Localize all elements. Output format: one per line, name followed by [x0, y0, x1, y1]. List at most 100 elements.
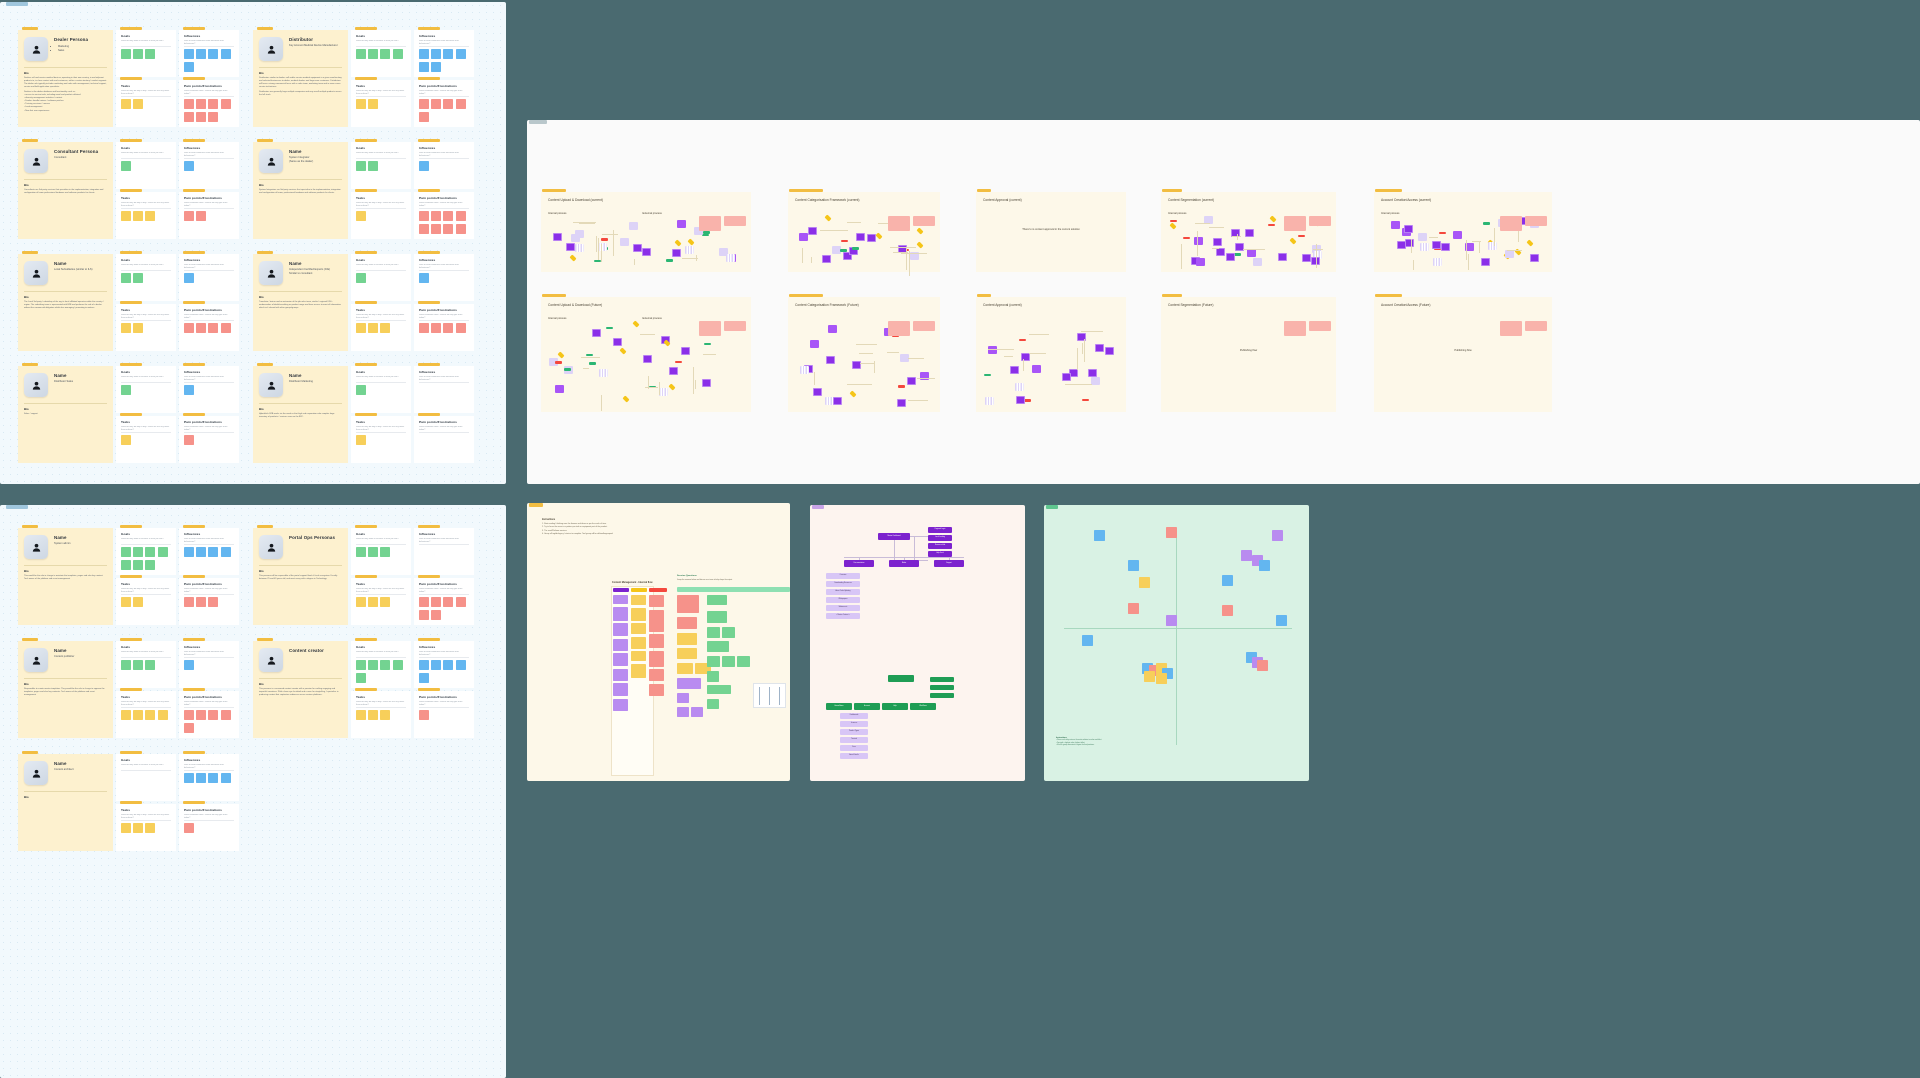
- sticky-note[interactable]: [121, 559, 131, 570]
- sticky-note[interactable]: [455, 660, 466, 671]
- panel-goals[interactable]: Goals What do they want to achieve in th…: [351, 27, 411, 77]
- sticky-group[interactable]: [184, 547, 234, 558]
- matrix-sticky[interactable]: [1144, 671, 1155, 682]
- flow-node[interactable]: [674, 360, 682, 364]
- flow-node[interactable]: [1104, 346, 1114, 355]
- sticky-note[interactable]: [184, 722, 194, 733]
- sticky-note[interactable]: [208, 111, 219, 122]
- flow-node[interactable]: [851, 360, 861, 369]
- sticky-group[interactable]: [356, 273, 406, 284]
- board-content-workshop[interactable]: Instructions 1. Start reading / thinking…: [527, 503, 790, 781]
- sticky-note[interactable]: [184, 211, 194, 222]
- workshop-answer-sticky[interactable]: [677, 707, 689, 717]
- column-header-portal-ops[interactable]: [613, 588, 629, 592]
- sticky-note[interactable]: [121, 323, 131, 334]
- sticky-group[interactable]: [356, 49, 406, 60]
- org-node-child[interactable]: Whitepapers: [826, 597, 860, 603]
- sticky-note[interactable]: [392, 660, 403, 671]
- annotation-card[interactable]: [888, 321, 910, 336]
- sticky-note[interactable]: [368, 710, 379, 721]
- flow-frame[interactable]: Content Segmentation (current)Internal p…: [1161, 188, 1336, 272]
- flow-node[interactable]: [1014, 382, 1024, 391]
- sticky-note[interactable]: [431, 99, 442, 110]
- sticky-group[interactable]: [184, 823, 234, 834]
- flow-node[interactable]: [1088, 368, 1097, 377]
- sticky-note[interactable]: [419, 672, 429, 683]
- flow-node[interactable]: [808, 227, 818, 236]
- sticky-note[interactable]: [431, 597, 442, 608]
- sticky-group[interactable]: [356, 323, 406, 334]
- flow-node[interactable]: [1246, 249, 1256, 258]
- matrix-sticky[interactable]: [1162, 668, 1173, 679]
- flow-node[interactable]: [575, 229, 585, 238]
- sticky-group[interactable]: [184, 710, 234, 733]
- panel-influences[interactable]: Influences Who or what influences their …: [414, 251, 474, 301]
- sticky-note[interactable]: [196, 211, 207, 222]
- workshop-answer-sticky[interactable]: [707, 611, 727, 623]
- annotation-card[interactable]: [1284, 216, 1306, 231]
- sticky-note[interactable]: [196, 99, 207, 110]
- sticky-group[interactable]: [121, 273, 171, 284]
- sticky-note[interactable]: [443, 660, 454, 671]
- persona-card[interactable]: Content creator Bio This persona is a se…: [253, 638, 474, 738]
- matrix-sticky[interactable]: [1139, 577, 1150, 588]
- flow-node[interactable]: [703, 231, 711, 234]
- persona-card[interactable]: Name Independent Certified Experts (ICE)…: [253, 251, 474, 351]
- flow-node[interactable]: [665, 259, 673, 262]
- sticky-note[interactable]: [157, 547, 168, 558]
- flow-node[interactable]: [1488, 241, 1498, 250]
- sticky-note[interactable]: [184, 435, 194, 446]
- sticky-note[interactable]: [208, 99, 219, 110]
- chart-thumbnail[interactable]: [753, 683, 786, 708]
- panel-tasks[interactable]: Tasks What do they do day to day? What a…: [351, 189, 411, 239]
- panel-tasks[interactable]: Tasks What do they do day to day? What a…: [116, 688, 176, 738]
- persona-card[interactable]: Name Local Subsidiaries (similar to ILS)…: [18, 251, 239, 351]
- panel-influences[interactable]: Influences Who or what influences their …: [179, 139, 239, 189]
- workshop-answer-sticky[interactable]: [677, 633, 697, 645]
- sticky-note[interactable]: [443, 323, 454, 334]
- flow-frame[interactable]: Content Categorisation Framework (Future…: [788, 293, 940, 412]
- sticky-note[interactable]: [368, 323, 379, 334]
- sticky-note[interactable]: [208, 710, 219, 721]
- workshop-answer-sticky[interactable]: [737, 656, 750, 667]
- sticky-group[interactable]: [184, 773, 234, 784]
- flow-node[interactable]: [833, 396, 843, 405]
- sticky-note[interactable]: [455, 211, 466, 222]
- flow-node[interactable]: [810, 340, 820, 349]
- sticky-note[interactable]: [431, 61, 442, 72]
- persona-card[interactable]: Consultant Persona Consultant Bio Consul…: [18, 139, 239, 239]
- sticky-note[interactable]: [356, 49, 366, 60]
- frame-tab[interactable]: [977, 293, 991, 297]
- sticky-note[interactable]: [121, 385, 131, 396]
- sticky-note[interactable]: [356, 547, 366, 558]
- flow-node[interactable]: [839, 249, 847, 252]
- flow-node[interactable]: [1520, 216, 1530, 225]
- matrix-sticky[interactable]: [1259, 560, 1270, 571]
- sticky-note[interactable]: [196, 597, 207, 608]
- flow-node[interactable]: [988, 345, 998, 354]
- sticky-note[interactable]: [392, 49, 403, 60]
- workshop-answer-sticky[interactable]: [677, 693, 689, 703]
- flow-node[interactable]: [642, 247, 652, 256]
- sticky-group[interactable]: [419, 49, 469, 72]
- sticky-note[interactable]: [121, 435, 131, 446]
- org-node-right[interactable]: Regional Login: [928, 527, 952, 533]
- flow-node[interactable]: [564, 368, 572, 371]
- board-customer-personas[interactable]: Dealer Persona MarketingSales Bio Dealer…: [0, 2, 506, 484]
- flow-node[interactable]: [1082, 398, 1090, 402]
- persona-card[interactable]: Dealer Persona MarketingSales Bio Dealer…: [18, 27, 239, 127]
- sticky-note[interactable]: [220, 773, 231, 784]
- persona-summary[interactable]: Content creator Bio This persona is a se…: [253, 638, 348, 738]
- flow-node[interactable]: [1420, 242, 1430, 251]
- workshop-answer-sticky[interactable]: [677, 617, 697, 629]
- flow-node[interactable]: [1182, 236, 1190, 240]
- flow-node[interactable]: [1432, 240, 1442, 249]
- persona-summary[interactable]: Distributor Key Account Medical Device M…: [253, 27, 348, 127]
- flow-node[interactable]: [725, 253, 735, 262]
- frame-tab[interactable]: [1162, 188, 1183, 192]
- sticky-note[interactable]: [133, 710, 144, 721]
- panel-influences[interactable]: Influences Who or what influences their …: [179, 751, 239, 801]
- flow-node[interactable]: [600, 238, 608, 241]
- persona-card[interactable]: Name Distributor Sales Bio Sales / suppo…: [18, 363, 239, 463]
- flow-node[interactable]: [1231, 228, 1241, 237]
